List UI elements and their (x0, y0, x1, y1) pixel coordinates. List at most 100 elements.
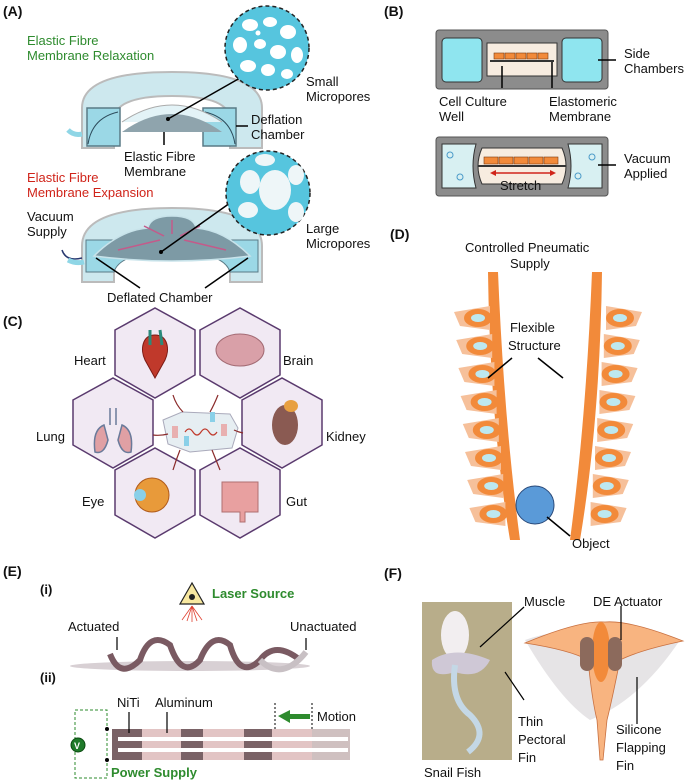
niti-label: NiTi (117, 695, 140, 710)
flexible-structure-label-line1: Flexible (510, 320, 555, 335)
panel-b-label: (B) (384, 3, 404, 19)
object-sphere (515, 485, 555, 525)
thin-pectoral-fin-line3: Fin (518, 750, 537, 765)
small-micropores-label-line2: Micropores (306, 89, 371, 104)
voltmeter-label: V (74, 741, 81, 751)
de-actuator-label: DE Actuator (593, 594, 663, 609)
vacuum-applied-label-line1: Vacuum (624, 151, 671, 166)
gripper-chamber-air (477, 398, 492, 406)
de-actuator-left (580, 637, 594, 671)
expansion-title-line2: Membrane Expansion (27, 185, 154, 200)
large-micropores-zoom (225, 150, 311, 236)
robot-fish-diagram (523, 621, 685, 761)
vacuum-supply-label-line1: Vacuum (27, 209, 74, 224)
object-label: Object (572, 536, 610, 551)
deflated-chamber-label: Deflated Chamber (107, 290, 213, 305)
stretch-device-diagram (435, 29, 616, 197)
thin-pectoral-fin-line1: Thin (518, 714, 544, 729)
expansion-title-line1: Elastic Fibre (27, 170, 99, 185)
flexible-structure-label-line2: Structure (508, 338, 561, 353)
elastomeric-membrane-label-line1: Elastomeric (549, 94, 617, 109)
gripper-chamber-air (475, 370, 490, 378)
de-actuator-right (608, 637, 622, 671)
pneumatic-supply-label-line1: Controlled Pneumatic (465, 240, 590, 255)
connecting-tubes (152, 394, 244, 471)
gripper-spine (488, 272, 520, 540)
silicone-fin-line3: Fin (616, 758, 635, 773)
organ-label-kidney: Kidney (326, 429, 366, 444)
laser-warning-icon (178, 581, 206, 622)
gripper-chamber-air (473, 342, 488, 350)
organ-label-lung: Lung (36, 429, 65, 444)
panel-c-label: (C) (3, 313, 23, 329)
kidney-icon (272, 405, 298, 445)
organ-on-chip-diagram (72, 307, 323, 539)
vacuum-applied-label-line2: Applied (624, 166, 668, 181)
panel-a-label: (A) (3, 3, 23, 19)
gripper-chamber-air (613, 314, 627, 322)
motion-arrow (278, 710, 310, 723)
organ-label-eye: Eye (82, 494, 105, 509)
gripper-fingers (454, 272, 642, 540)
stretch-label: Stretch (500, 178, 542, 193)
elastomeric-membrane-label-line2: Membrane (549, 109, 612, 124)
gripper-chamber-air (479, 426, 494, 434)
subpanel-i-label: (i) (40, 582, 53, 597)
thin-pectoral-fin-line2: Pectoral (518, 732, 566, 747)
subpanel-ii-label: (ii) (40, 670, 56, 685)
soft-gripper-diagram (454, 272, 642, 540)
panel-e-label: (E) (3, 563, 22, 579)
gut-icon (221, 481, 259, 523)
brain-icon (215, 333, 265, 367)
expanded-device (61, 202, 263, 289)
deflation-chamber-label-line2: Chamber (251, 127, 305, 142)
muscle-label: Muscle (524, 594, 566, 609)
gripper-chamber-air (608, 370, 623, 378)
gripper-chamber-air (610, 342, 625, 350)
organ-label-gut: Gut (286, 494, 307, 509)
membrane-label-line1: Elastic Fibre (124, 149, 196, 164)
organ-icons (93, 329, 298, 523)
side-chambers-label-line1: Side (624, 46, 651, 61)
relaxed-device (66, 70, 263, 149)
voltmeter-icon (70, 737, 86, 753)
cell-culture-well-label-line2: Well (439, 109, 465, 124)
power-supply-label: Power Supply (111, 765, 197, 780)
gripper-spine (570, 272, 602, 540)
actuated-label: Actuated (68, 619, 120, 634)
membrane-device-diagram (61, 5, 311, 289)
hexagon-lung (72, 377, 154, 469)
membrane-label-line2: Membrane (124, 164, 187, 179)
panel-f-label: (F) (384, 565, 402, 581)
central-chip (162, 411, 239, 453)
snail-fish-label: Snail Fish (424, 765, 482, 780)
relaxation-title-line1: Elastic Fibre (27, 33, 99, 48)
silicone-fin-line1: Silicone (616, 722, 662, 737)
vacuum-supply-label-line2: Supply (27, 224, 67, 239)
organ-label-brain: Brain (283, 353, 314, 368)
side-chambers-label-line2: Chambers (624, 61, 684, 76)
heart-icon (142, 334, 168, 380)
large-micropores-label-line2: Micropores (306, 236, 371, 251)
cell-culture-well-label-line1: Cell Culture (439, 94, 507, 109)
gripper-chamber-air (604, 426, 619, 434)
shape-memory-actuator-diagram (70, 581, 350, 779)
lung-icon (93, 408, 133, 454)
silicone-fin-line2: Flapping (616, 740, 666, 755)
large-micropores-label-line1: Large (306, 221, 340, 236)
gripper-chamber-air (597, 510, 612, 518)
device-stretched (435, 136, 616, 197)
niti-aluminum-strip (112, 729, 350, 760)
small-micropores-zoom (224, 5, 310, 91)
relaxation-title-line2: Membrane Relaxation (27, 48, 155, 63)
gripper-chamber-air (486, 510, 501, 518)
device-at-rest (435, 29, 616, 90)
gripper-chamber-air (471, 314, 485, 322)
gripper-chamber-air (599, 482, 614, 490)
deflation-chamber-label-line1: Deflation (251, 112, 303, 127)
gripper-chamber-air (602, 454, 616, 462)
unactuated-label: Unactuated (290, 619, 357, 634)
motion-label: Motion (317, 709, 357, 724)
gripper-chamber-air (606, 398, 621, 406)
